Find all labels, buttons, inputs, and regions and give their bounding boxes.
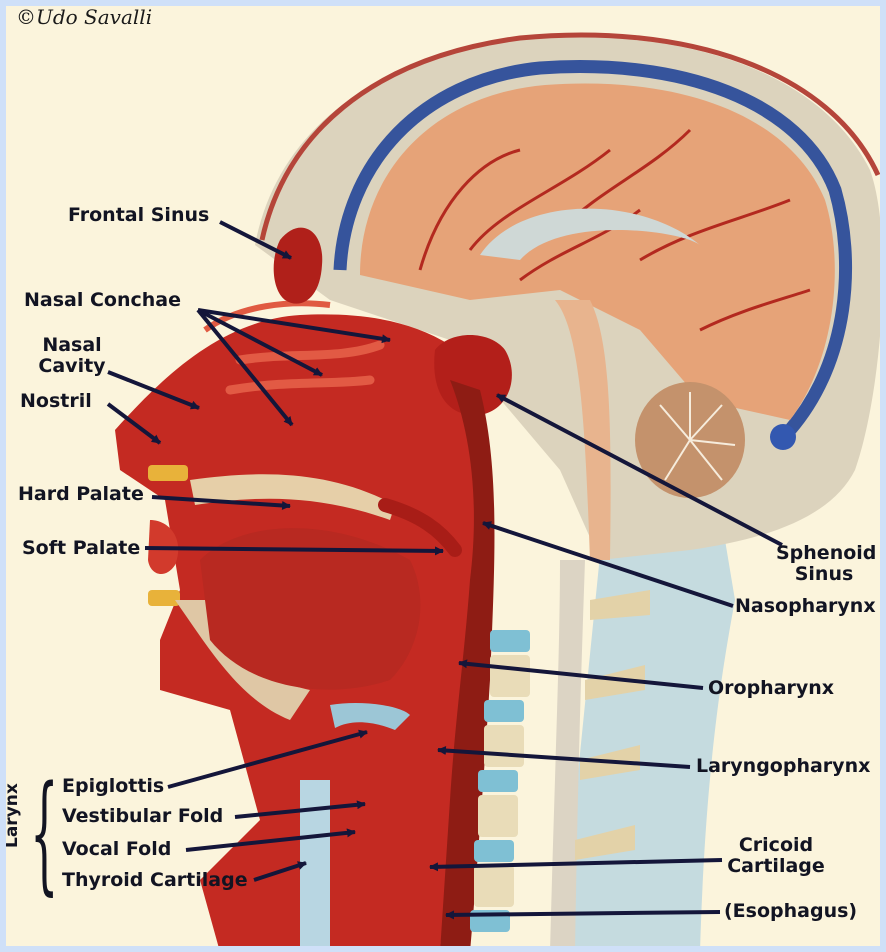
label-vestibular-fold: Vestibular Fold <box>62 806 223 827</box>
label-nasal-cavity: Nasal Cavity <box>36 335 108 377</box>
label-hard-palate: Hard Palate <box>18 484 144 505</box>
label-thyroid-cartilage: Thyroid Cartilage <box>62 870 248 891</box>
label-cricoid-cartilage-line2: Cartilage <box>726 856 826 877</box>
label-nasal-cavity-line2: Cavity <box>36 356 108 377</box>
label-frontal-sinus: Frontal Sinus <box>68 205 209 226</box>
label-laryngopharynx: Laryngopharynx <box>696 756 870 777</box>
photo-credit: ©Udo Savalli <box>16 5 152 29</box>
label-cricoid-cartilage-line1: Cricoid <box>726 835 826 856</box>
label-esophagus: (Esophagus) <box>724 901 857 922</box>
label-nasal-cavity-line1: Nasal <box>36 335 108 356</box>
label-sphenoid-sinus: Sphenoid Sinus <box>776 543 872 585</box>
label-soft-palate: Soft Palate <box>22 538 140 559</box>
label-nasal-conchae: Nasal Conchae <box>24 290 181 311</box>
label-nasopharynx: Nasopharynx <box>735 596 876 617</box>
label-oropharynx: Oropharynx <box>708 678 834 699</box>
label-sphenoid-sinus-line1: Sphenoid <box>776 543 872 564</box>
larynx-brace: { <box>30 770 59 898</box>
label-vocal-fold: Vocal Fold <box>62 839 171 860</box>
label-nostril: Nostril <box>20 391 92 412</box>
label-cricoid-cartilage: Cricoid Cartilage <box>726 835 826 877</box>
label-larynx-group: Larynx <box>2 783 22 848</box>
label-sphenoid-sinus-line2: Sinus <box>776 564 872 585</box>
label-epiglottis: Epiglottis <box>62 776 164 797</box>
